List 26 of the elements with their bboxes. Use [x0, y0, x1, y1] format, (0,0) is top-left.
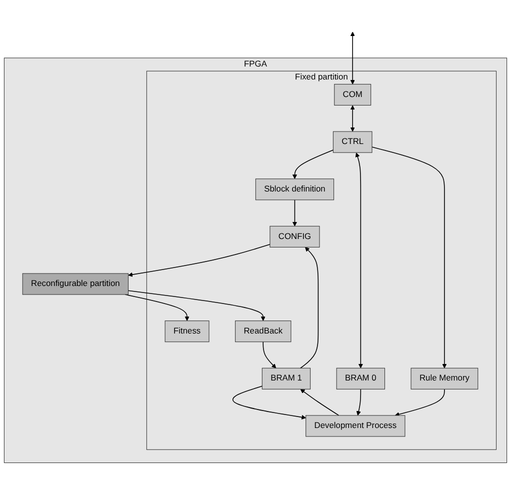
node-box: CONFIG [270, 226, 320, 248]
node-box: BRAM 1 [262, 368, 311, 390]
arrow [262, 341, 276, 368]
arrow [124, 294, 190, 322]
node-box: Development Process [306, 415, 406, 437]
node-box: BRAM 0 [336, 368, 386, 390]
arrow [372, 146, 447, 368]
node-box: Rule Memory [410, 368, 478, 390]
arrow [300, 388, 340, 416]
arrow [350, 32, 355, 84]
arrow [292, 200, 298, 226]
arrow [232, 386, 306, 420]
arrow [300, 247, 319, 369]
arrow [355, 152, 363, 368]
arrow [356, 388, 362, 416]
arrow [128, 290, 266, 322]
node-box: Fitness [164, 320, 210, 342]
arrow [292, 150, 334, 180]
node-box: CTRL [332, 131, 372, 153]
node-box: COM [334, 84, 372, 106]
node-box: ReadBack [235, 320, 292, 342]
node-box: Reconfigurable partition [22, 273, 129, 295]
arrow [128, 244, 270, 277]
arrow [394, 388, 445, 417]
node-box: Sblock definition [255, 178, 334, 200]
arrow [350, 105, 355, 132]
